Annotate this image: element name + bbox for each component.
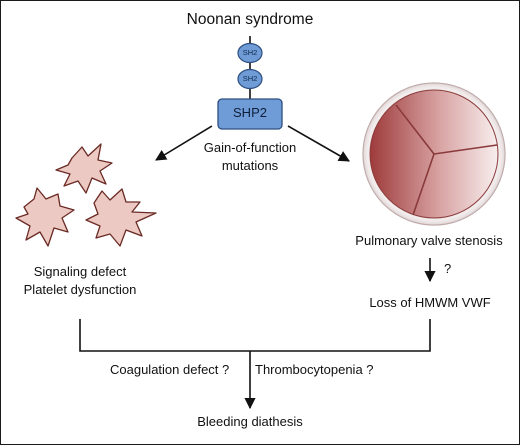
sh2-domain-bottom: [237, 68, 263, 90]
diagram-title: Noonan syndrome: [186, 11, 314, 28]
platelet-icon: [15, 187, 75, 247]
platelet-effects: Signaling defect Platelet dysfunction: [24, 263, 137, 299]
uncertain-mark: ?: [444, 261, 452, 276]
arrow-to-valve: [287, 125, 350, 162]
valve-finding: Pulmonary valve stenosis: [355, 233, 503, 248]
coagulation-defect-label: Coagulation defect ?: [110, 362, 230, 377]
vwf-loss: Loss of HMWM VWF: [369, 295, 491, 310]
mutation-label: Gain-of-function mutations: [204, 139, 297, 175]
arrow-to-platelets: [155, 125, 213, 161]
platelet-effect-line: Signaling defect: [33, 264, 127, 279]
bleeding-diathesis-label: Bleeding diathesis: [197, 414, 303, 429]
converging-bracket: [79, 319, 431, 352]
valve-leaflet-line: [395, 104, 435, 155]
platelet-effect-line: Platelet dysfunction: [23, 282, 137, 297]
shp2-box: [217, 98, 283, 130]
platelet-icon: [85, 188, 157, 247]
platelet-icon: [55, 143, 113, 194]
valve-leaflet-line: [412, 153, 435, 216]
valve-leaflet-line: [433, 144, 498, 155]
shp2-label: SHP2: [233, 105, 267, 120]
sh2-label-top: SH2: [242, 48, 258, 57]
sh2-domain-top: [237, 42, 263, 64]
mutation-label-line: Gain-of-function: [203, 140, 297, 155]
sh2-label-bottom: SH2: [242, 74, 258, 83]
mutation-label-line: mutations: [221, 158, 279, 173]
thrombocytopenia-label: Thrombocytopenia ?: [255, 362, 374, 377]
